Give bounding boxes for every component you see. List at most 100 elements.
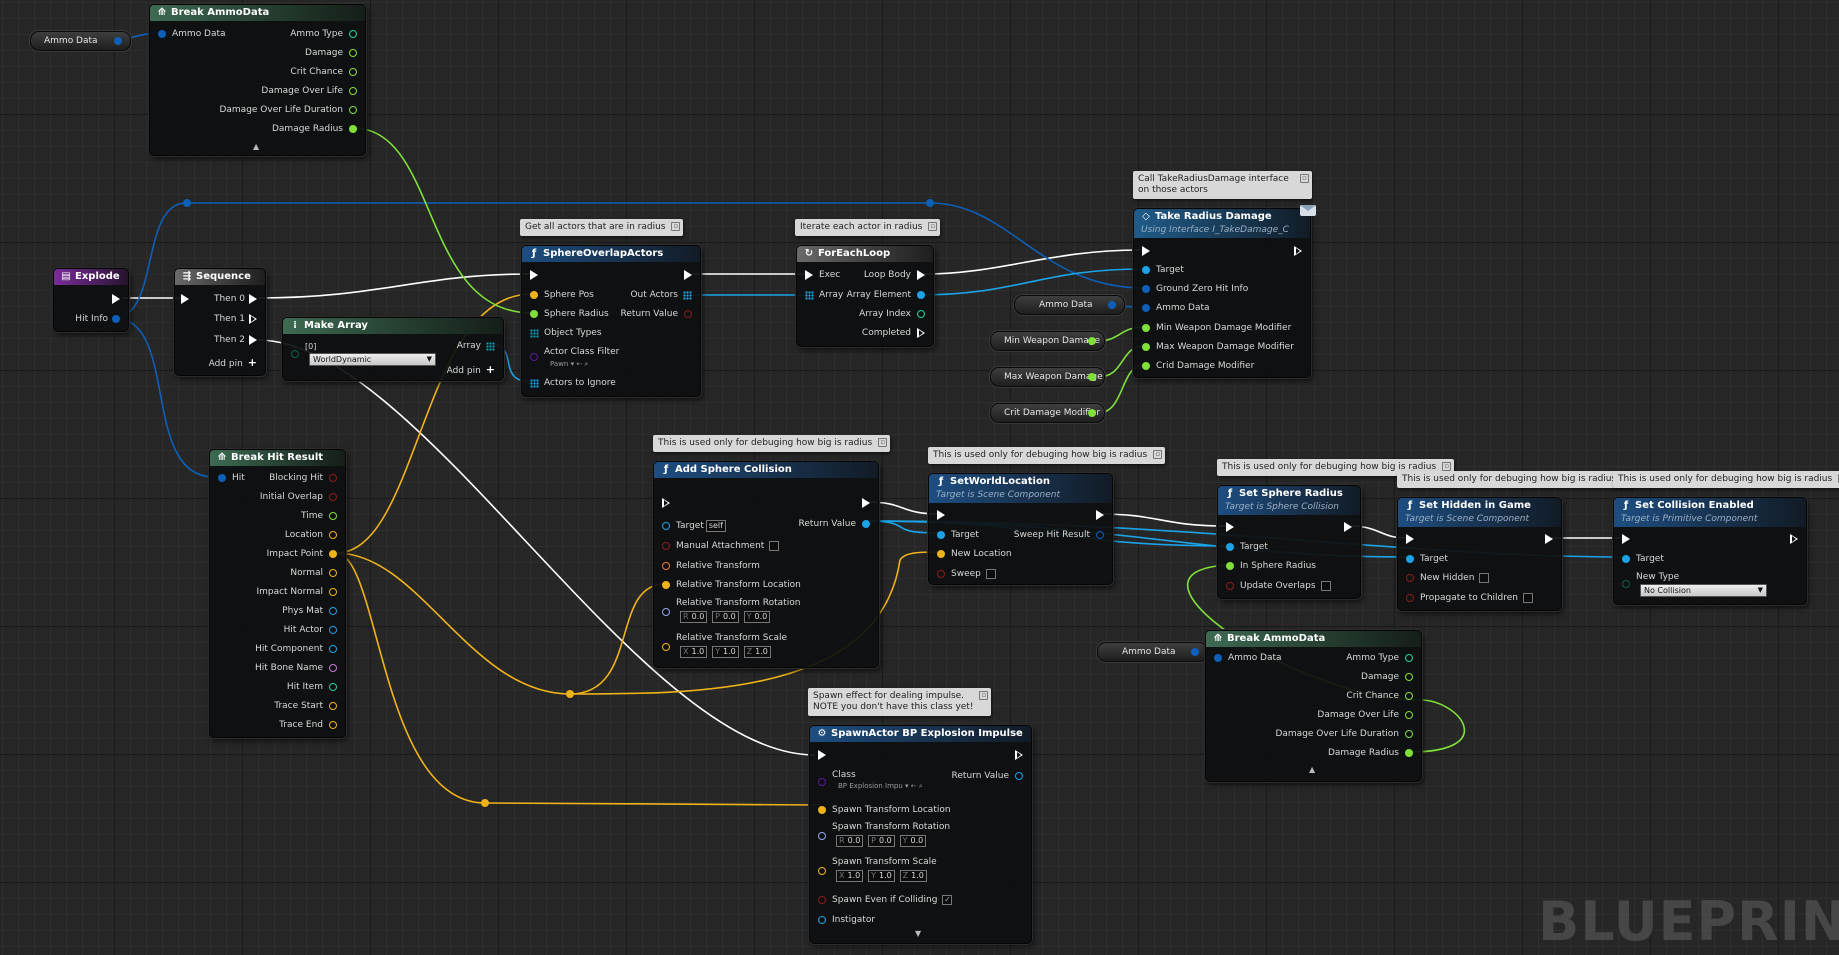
exec-input-pin[interactable] — [1142, 246, 1150, 256]
float-output-pin[interactable] — [1405, 730, 1413, 738]
return-value-output-pin[interactable] — [862, 520, 870, 528]
array-input-pin[interactable] — [530, 379, 539, 388]
target-input-pin[interactable] — [1142, 266, 1150, 274]
then2-output-pin[interactable] — [249, 335, 257, 345]
vector-input-pin[interactable] — [937, 550, 945, 558]
break-ammodata-node-top[interactable]: ⟰Break AmmoData Ammo Data Ammo Type Dama… — [149, 4, 366, 156]
exec-input-pin[interactable] — [805, 270, 813, 280]
vector-output-pin[interactable] — [329, 721, 337, 729]
bool-input-pin[interactable] — [1226, 582, 1234, 590]
float-output-pin[interactable] — [349, 87, 357, 95]
byte-input-pin[interactable] — [1622, 580, 1630, 588]
comment-foreach[interactable]: Iterate each actor in radius▫ — [795, 219, 941, 236]
ammo-data-getter-top[interactable]: Ammo Data — [30, 31, 131, 51]
comment-set-collision[interactable]: This is used only for debuging how big i… — [1613, 471, 1839, 488]
vector-output-pin[interactable] — [329, 569, 337, 577]
byte-input-pin[interactable] — [291, 350, 299, 358]
exec-output-pin[interactable] — [684, 270, 692, 280]
loop-body-output-pin[interactable] — [917, 270, 925, 280]
break-hit-result-node[interactable]: ⟰Break Hit Result Hit Blocking Hit Initi… — [209, 449, 346, 738]
exec-output-pin[interactable] — [1015, 750, 1023, 760]
make-array-node[interactable]: ⁞Make Array [0] WorldDynamic Array Add p… — [282, 317, 504, 381]
spawn-even-if-colliding-checkbox[interactable]: ✓ — [942, 894, 953, 905]
float-pin[interactable] — [1088, 409, 1096, 417]
bool-input-pin[interactable] — [662, 542, 670, 550]
struct-output-pin[interactable] — [1096, 531, 1104, 539]
sweep-checkbox[interactable] — [985, 568, 996, 579]
comment-pin-icon[interactable]: ▫ — [671, 222, 681, 231]
ammo-data-input-pin[interactable] — [1214, 654, 1222, 662]
comment-add-sphere[interactable]: This is used only for debuging how big i… — [653, 435, 891, 452]
vector-input-pin[interactable] — [818, 806, 826, 814]
float-output-pin[interactable] — [1405, 711, 1413, 719]
vector-output-pin[interactable] — [329, 588, 337, 596]
float-output-pin[interactable] — [349, 49, 357, 57]
object-output-pin[interactable] — [329, 645, 337, 653]
vector-input-pin[interactable] — [662, 581, 670, 589]
new-hidden-checkbox[interactable] — [1479, 572, 1490, 583]
class-input-pin[interactable] — [530, 353, 538, 361]
exec-input-pin[interactable] — [662, 498, 670, 508]
class-input-pin[interactable] — [818, 778, 826, 786]
exec-input-pin[interactable] — [818, 750, 826, 760]
array-input-pin[interactable] — [530, 329, 539, 338]
byte-output-pin[interactable] — [1405, 654, 1413, 662]
ammo-data-input-pin[interactable] — [158, 30, 166, 38]
exec-output-pin[interactable] — [862, 498, 870, 508]
float-input-pin[interactable] — [1142, 362, 1150, 370]
comment-set-hidden[interactable]: This is used only for debuging how big i… — [1397, 471, 1635, 488]
object-output-pin[interactable] — [329, 626, 337, 634]
int-output-pin[interactable] — [917, 310, 925, 318]
target-input-pin[interactable] — [662, 522, 670, 530]
bool-output-pin[interactable] — [684, 310, 692, 318]
break-ammodata-node-low[interactable]: ⟰Break AmmoData Ammo Data Ammo Type Dama… — [1205, 630, 1422, 782]
object-output-pin[interactable] — [329, 607, 337, 615]
float-pin[interactable] — [1088, 337, 1096, 345]
then0-output-pin[interactable] — [249, 294, 257, 304]
struct-pin[interactable] — [1108, 301, 1116, 309]
rotator-input-pin[interactable] — [662, 608, 670, 616]
int-output-pin[interactable] — [329, 683, 337, 691]
target-input-pin[interactable] — [1622, 555, 1630, 563]
array-output-pin[interactable] — [683, 291, 692, 300]
bool-input-pin[interactable] — [1406, 574, 1414, 582]
reroute-vector-low[interactable] — [481, 799, 489, 807]
comment-pin-icon[interactable]: ▫ — [979, 691, 989, 700]
spawn-actor-node[interactable]: ⚙SpawnActor BP Explosion Impulse Class B… — [809, 725, 1032, 944]
exec-output-pin[interactable] — [1545, 534, 1553, 544]
return-value-output-pin[interactable] — [1015, 772, 1023, 780]
explode-event-node[interactable]: ▤Explode Hit Info — [53, 268, 129, 332]
float-output-pin[interactable] — [349, 68, 357, 76]
comment-pin-icon[interactable]: ▫ — [1300, 174, 1309, 183]
hit-input-pin[interactable] — [218, 474, 226, 482]
exec-input-pin[interactable] — [530, 270, 538, 280]
float-pin[interactable] — [1088, 373, 1096, 381]
float-input-pin[interactable] — [1142, 343, 1150, 351]
comment-pin-icon[interactable]: ▫ — [1153, 450, 1163, 459]
exec-input-pin[interactable] — [181, 294, 189, 304]
then1-output-pin[interactable] — [249, 314, 257, 324]
add-pin-button[interactable]: Add pin+ — [447, 363, 495, 377]
byte-output-pin[interactable] — [349, 30, 357, 38]
reroute-hit-left[interactable] — [183, 199, 191, 207]
exec-output-pin[interactable] — [1344, 522, 1352, 532]
bool-input-pin[interactable] — [1406, 594, 1414, 602]
ammo-data-getter-low[interactable]: Ammo Data — [1097, 642, 1208, 662]
min-weapon-damage-getter[interactable]: Min Weapon Damage — [990, 331, 1105, 351]
object-input-pin[interactable] — [818, 916, 826, 924]
float-output-pin[interactable] — [349, 125, 357, 133]
struct-pin[interactable] — [1191, 648, 1199, 656]
exec-output-pin[interactable] — [1294, 246, 1302, 256]
exec-output-pin[interactable] — [112, 294, 120, 304]
